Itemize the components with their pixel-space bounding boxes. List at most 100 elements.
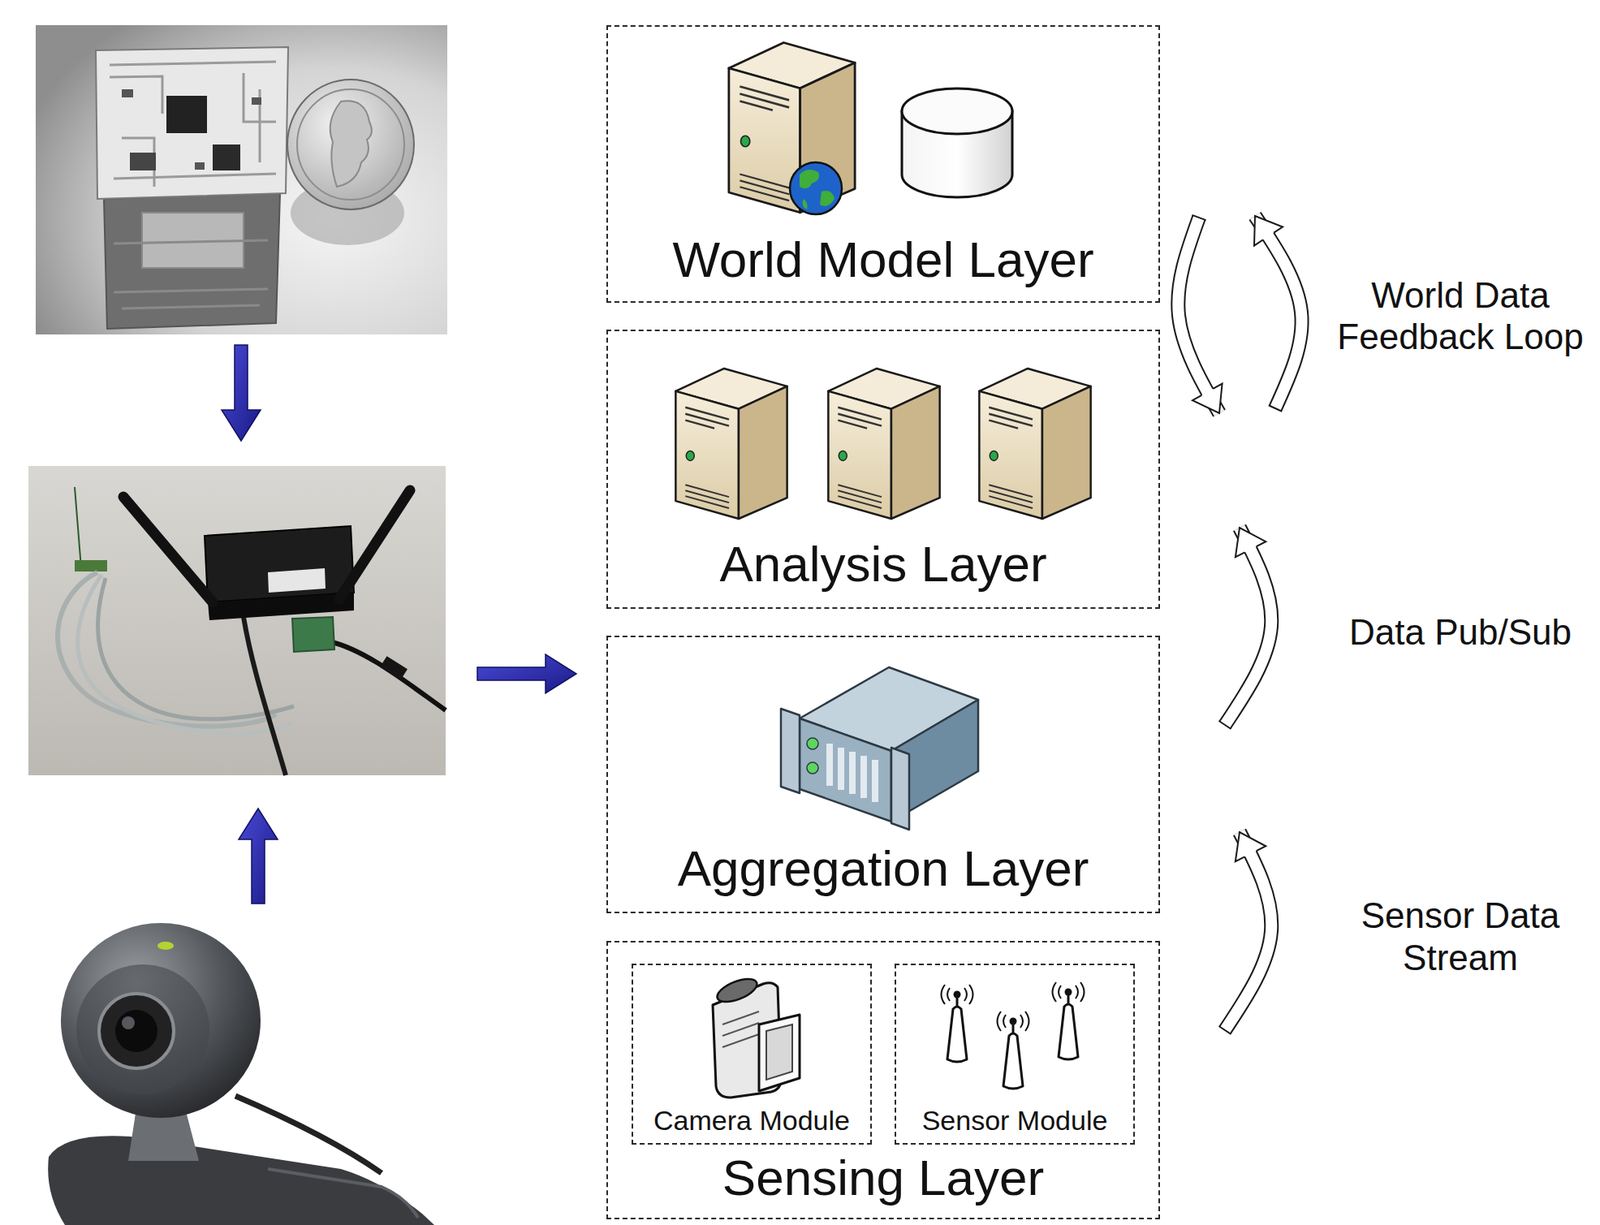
rack-led: [806, 737, 819, 750]
arrow-head-fill: [1235, 527, 1266, 557]
database-icon: [901, 88, 1013, 198]
rack-ear: [891, 747, 910, 830]
chip: [129, 152, 156, 171]
antenna-icon: [941, 984, 974, 1062]
module-label: Camera Module: [653, 1104, 850, 1137]
screen: [766, 1024, 793, 1080]
module-label: Sensor Module: [922, 1104, 1109, 1137]
webcam-photo: [35, 918, 446, 1225]
globe-icon: [789, 162, 842, 215]
arrow-shaft: [1177, 217, 1220, 414]
chip: [166, 95, 208, 134]
rack-ear: [780, 708, 800, 794]
arrow-tail: [1268, 405, 1282, 411]
box-front: [207, 592, 354, 621]
box-top: [204, 526, 354, 603]
board-trace: [113, 240, 268, 309]
webcam-bezel: [76, 964, 210, 1095]
component: [121, 89, 134, 98]
rack-led: [806, 762, 819, 774]
server-icon: [675, 368, 787, 519]
edge-label: Sensor Data Stream: [1322, 894, 1599, 979]
router-antenna: [339, 490, 410, 600]
arrow-head: [1235, 832, 1266, 862]
webcam-base: [47, 1135, 435, 1225]
edge-label-box: Sensor Data Stream: [1322, 894, 1599, 979]
radio-board: [292, 616, 335, 652]
webcam-sphere: [60, 922, 261, 1118]
globe: [789, 162, 842, 215]
small-board: [74, 560, 108, 572]
server-icon: [828, 368, 940, 519]
arrow-head: [1235, 527, 1266, 557]
arrow-shaft: [1254, 215, 1303, 409]
base-highlight: [267, 1168, 419, 1218]
lens: [115, 1009, 158, 1053]
arrow-tail: [1192, 215, 1207, 220]
flow-arrow: [1219, 527, 1273, 729]
edge-label-box: World Data Feedback Loop: [1322, 274, 1599, 359]
server-icon: [978, 368, 1091, 519]
chip: [212, 144, 241, 171]
arrow-head: [1192, 383, 1223, 414]
camcorder-lens: [714, 974, 760, 1007]
rack-front: [799, 718, 892, 822]
flow-arrow: [1254, 215, 1303, 412]
blue-arrow: [477, 654, 577, 694]
arrow-shaft-outline: [1224, 832, 1272, 1031]
globe-land: [799, 169, 835, 210]
cable: [328, 641, 446, 711]
module-box: Camera Module: [631, 963, 872, 1145]
photo-background: [35, 918, 446, 1225]
layer-label: Sensing Layer: [722, 1148, 1044, 1207]
arrow-head: [1254, 215, 1283, 246]
rack-server-icon: [780, 667, 979, 830]
flip-screen: [759, 1014, 800, 1092]
arrow-shaft: [1224, 832, 1272, 1031]
layer-label: World Model Layer: [672, 230, 1094, 289]
edge-label-box: Data Pub/Sub: [1322, 611, 1599, 654]
arrow-shaft: [1224, 527, 1272, 725]
router-antenna: [123, 496, 213, 603]
coin-rim: [297, 89, 405, 200]
arrow-head-fill: [1254, 215, 1283, 246]
blue-arrow: [221, 345, 261, 441]
photo-background: [35, 25, 448, 335]
module-box: Sensor Module: [894, 963, 1135, 1145]
cable: [243, 616, 286, 776]
box-sticker: [267, 568, 326, 593]
camcorder-icon: [712, 974, 800, 1098]
quarter-coin: [287, 79, 415, 210]
layer-box: Analysis Layer: [606, 329, 1161, 609]
layer-box: Camera Module Sensor ModuleSensing Layer: [606, 940, 1161, 1220]
lens-highlight: [121, 1016, 135, 1030]
aggregator-photo: [28, 465, 446, 776]
antenna-icon: [1052, 982, 1085, 1060]
ferrite-bead: [379, 655, 408, 680]
camcorder-detail: [722, 1011, 760, 1048]
arrow-shaft-outline: [1254, 215, 1303, 409]
drive-bay: [829, 743, 876, 803]
edge-label: Data Pub/Sub: [1322, 611, 1599, 654]
database-top: [901, 88, 1013, 134]
wire: [74, 487, 82, 569]
webcam-cable: [235, 1095, 382, 1174]
sensor-board-photo: [35, 25, 448, 335]
lower-board: [103, 193, 281, 329]
coin-profile: [330, 100, 372, 187]
arrow-head-fill: [1192, 383, 1223, 414]
layer-label: Analysis Layer: [719, 534, 1047, 593]
arrow-head-fill: [1235, 832, 1266, 862]
arrow-tail: [1219, 720, 1232, 729]
arrow-shaft-outline: [1224, 527, 1272, 725]
lens-ring: [99, 993, 174, 1069]
status-led: [157, 941, 174, 950]
photo-background: [28, 465, 446, 776]
edge-label: World Data Feedback Loop: [1322, 274, 1599, 359]
layer-box: Aggregation Layer: [606, 635, 1161, 914]
layer-label: Aggregation Layer: [677, 839, 1090, 898]
arrow-tail: [1218, 1026, 1231, 1035]
